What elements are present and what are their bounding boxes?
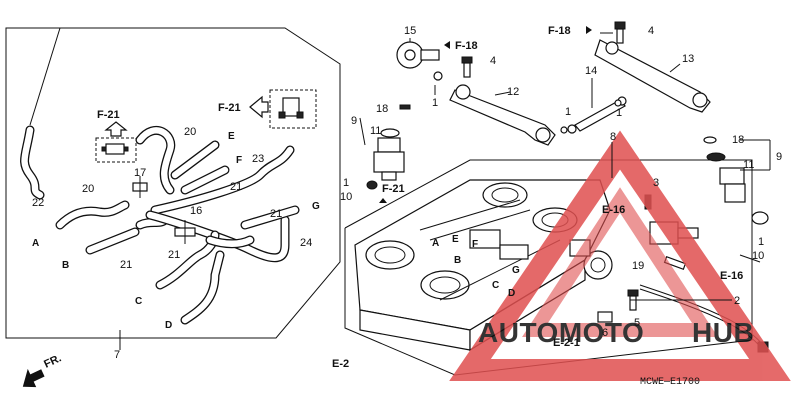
bracket-6 (597, 311, 613, 323)
bolt-5 (627, 289, 639, 311)
tb-letter-a: A (432, 238, 439, 249)
part-3: 3 (653, 177, 659, 189)
arrow-left-icon (444, 41, 450, 49)
part-18b: 18 (732, 134, 744, 146)
tb-letter-c: C (492, 280, 499, 291)
bolt-4b (614, 21, 626, 44)
tb-letter-g: G (512, 265, 520, 276)
part-9b: 9 (776, 151, 782, 163)
part-6: 6 (602, 327, 608, 339)
part-4b: 4 (648, 25, 654, 37)
part-10a: 10 (340, 191, 352, 203)
ref-f21-top[interactable]: F-21 (97, 109, 120, 121)
part-1b: 1 (565, 106, 571, 118)
hose-letter-d: D (165, 320, 172, 331)
watermark-text-hub: HUB (692, 317, 754, 348)
fuel-rail-12 (449, 84, 556, 146)
part-13: 13 (682, 53, 694, 65)
front-label: FR. (42, 352, 63, 370)
part-21c: 21 (120, 259, 132, 271)
part-1e: 1 (758, 236, 764, 248)
f21-inset-2 (249, 89, 317, 129)
hose-letter-g: G (312, 201, 320, 212)
part-14: 14 (585, 65, 597, 77)
arrow-right-icon (586, 26, 592, 34)
vacuum-hoses (20, 125, 300, 325)
part-1a: 1 (432, 97, 438, 109)
watermark-logo: AUTOMOTO HUB (478, 317, 754, 348)
ref-e16-a[interactable]: E-16 (602, 204, 625, 216)
fuel-pipe-14 (567, 96, 627, 134)
watermark: AUTOMOTO HUB (449, 130, 791, 381)
part-21a: 21 (230, 181, 242, 193)
hose-joint-16 (174, 220, 196, 244)
part-22: 22 (32, 197, 44, 209)
part-18a: 18 (376, 103, 388, 115)
part-7: 7 (114, 349, 120, 361)
part-2: 2 (734, 295, 740, 307)
tb-letter-e: E (452, 234, 459, 245)
part-20a: 20 (184, 126, 196, 138)
hose-letter-e: E (228, 131, 235, 142)
injector-left (366, 104, 411, 190)
ref-e16-b[interactable]: E-16 (720, 270, 743, 282)
part-1c: 1 (616, 107, 622, 119)
hose-letter-a: A (32, 238, 39, 249)
o-ring-1a (433, 71, 443, 81)
part-24: 24 (300, 237, 312, 249)
ref-f21-body[interactable]: F-21 (382, 183, 405, 195)
bolt-4a (461, 56, 473, 78)
part-12: 12 (507, 86, 519, 98)
pressure-regulator-15 (396, 41, 440, 69)
part-16: 16 (190, 205, 202, 217)
part-23: 23 (252, 153, 264, 165)
hose-group-outline (5, 27, 341, 339)
part-15: 15 (404, 25, 416, 37)
tb-letter-d: D (508, 288, 515, 299)
diagram-code: MCWE—E1700 (640, 377, 700, 388)
part-21b: 21 (270, 208, 282, 220)
ref-f18-b[interactable]: F-18 (548, 25, 571, 37)
ref-e2[interactable]: E-2 (332, 358, 349, 370)
front-arrow-icon (22, 368, 45, 388)
o-ring-1c (614, 99, 622, 107)
ref-f18-a[interactable]: F-18 (455, 40, 478, 52)
tb-letter-f: F (472, 239, 478, 250)
part-10b: 10 (752, 250, 764, 262)
leader-line (29, 27, 61, 126)
leader-lines (119, 32, 771, 350)
part-11a: 11 (370, 125, 381, 137)
tb-letter-b: B (454, 255, 461, 266)
injector-right (703, 136, 769, 225)
ref-f21-mid[interactable]: F-21 (218, 102, 241, 114)
part-21d: 21 (168, 249, 180, 261)
hose-letter-f: F (236, 155, 242, 166)
part-19: 19 (632, 260, 644, 272)
part-9a: 9 (351, 115, 357, 127)
part-4a: 4 (490, 55, 496, 67)
part-11b: 11 (743, 159, 754, 171)
o-ring-1b (560, 126, 568, 134)
arrow-up-icon (379, 198, 387, 203)
part-8: 8 (610, 131, 616, 143)
part-5: 5 (634, 317, 640, 329)
f21-inset (95, 121, 137, 163)
hose-letter-c: C (135, 296, 142, 307)
part-17: 17 (134, 167, 146, 179)
watermark-text-automoto: AUTOMOTO (478, 317, 644, 348)
hose-joint-17 (132, 176, 148, 198)
hose-letter-b: B (62, 260, 69, 271)
fuel-rail-13 (594, 39, 711, 113)
ref-e21[interactable]: E-2-1 (553, 337, 580, 349)
part-20b: 20 (82, 183, 94, 195)
part-1d: 1 (343, 177, 349, 189)
